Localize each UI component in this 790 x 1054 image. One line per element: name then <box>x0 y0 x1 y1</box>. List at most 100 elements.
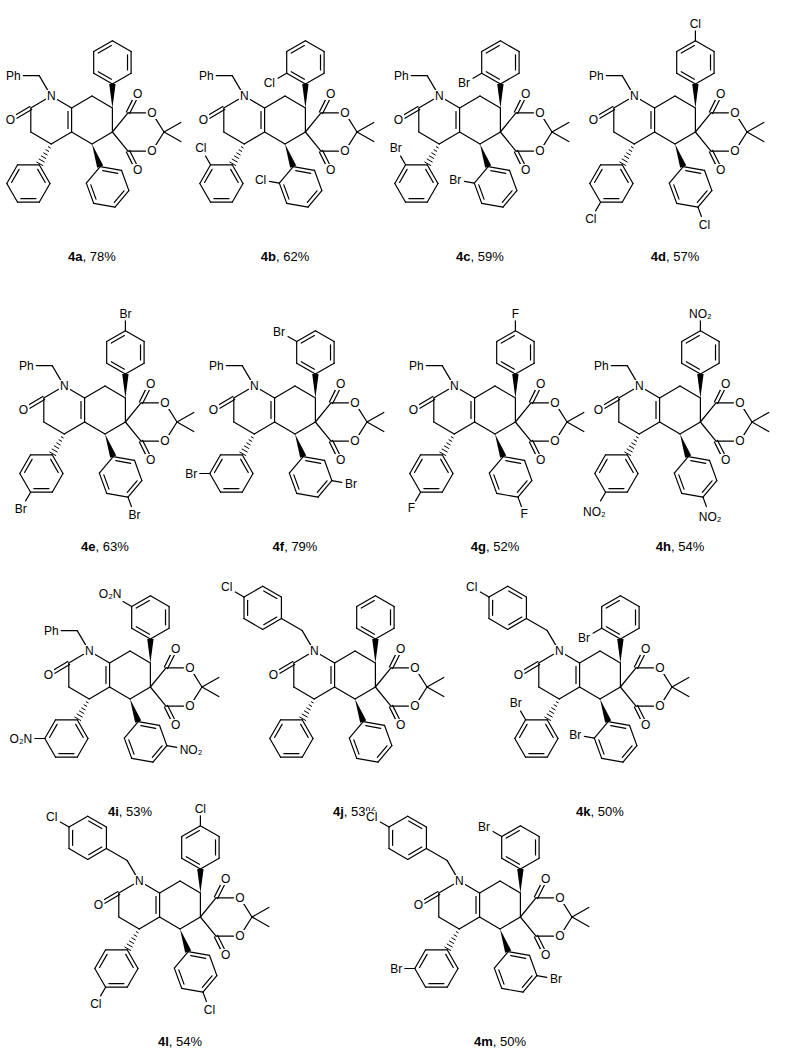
bond-line <box>251 437 253 438</box>
bond-line <box>145 884 160 893</box>
bond-line <box>421 492 443 493</box>
bond-line <box>200 183 211 202</box>
bond-line <box>309 705 312 707</box>
bond-line <box>567 422 584 432</box>
bond-line <box>159 725 166 745</box>
bond-line <box>405 110 420 119</box>
bond-line <box>601 607 602 629</box>
bond-line <box>595 169 603 182</box>
bond-line <box>519 52 520 74</box>
bond-line <box>112 41 131 52</box>
bond-line <box>459 108 460 132</box>
bond-line <box>442 473 453 492</box>
bond-line <box>72 132 92 144</box>
bond-line <box>232 159 237 162</box>
bond-line <box>639 607 640 629</box>
bond-line <box>241 147 243 148</box>
bond-line <box>473 73 482 78</box>
bond-line <box>590 183 601 202</box>
bond-line <box>226 365 242 366</box>
bond-line <box>7 183 18 202</box>
bond-line <box>366 726 381 729</box>
bond-line <box>700 321 701 331</box>
bond-line <box>426 169 434 182</box>
bond-line <box>394 607 395 629</box>
atom-label: O <box>325 164 336 176</box>
bond-line <box>136 627 149 635</box>
bond-line <box>410 473 421 492</box>
bond-line <box>211 202 233 203</box>
bond-line <box>537 976 547 978</box>
bond-line <box>279 167 293 184</box>
bond-line <box>297 493 318 497</box>
bond-line <box>517 481 527 493</box>
bond-line <box>420 400 435 409</box>
bond-line <box>627 366 636 381</box>
bond-line <box>31 492 53 493</box>
bond-line <box>620 596 639 607</box>
bond-line <box>539 837 540 859</box>
bond-line <box>284 753 299 754</box>
atom-label: O <box>325 88 336 100</box>
bond-line <box>619 422 639 434</box>
bond-line <box>76 724 84 737</box>
bond-line <box>106 849 127 861</box>
bond-line <box>52 366 61 381</box>
bond-line <box>434 389 449 398</box>
bond-line <box>215 459 223 472</box>
bond-line <box>202 677 219 687</box>
bond-line <box>305 41 324 52</box>
atom-label: O <box>170 643 181 655</box>
bond-line <box>191 956 206 959</box>
bond-line <box>252 917 269 927</box>
bond-line <box>432 153 436 155</box>
bond-line <box>324 52 325 74</box>
compound-number: 4g <box>471 539 486 554</box>
wedge-bond <box>312 374 318 398</box>
bond-line <box>127 968 138 987</box>
bond-line <box>655 402 656 419</box>
bond-line <box>427 183 438 202</box>
bond-line <box>622 76 631 91</box>
atom-label: O <box>393 114 404 126</box>
substituent-label: Cl <box>203 1004 216 1016</box>
bond-line <box>169 607 170 629</box>
bond-line <box>252 907 269 917</box>
bond-line <box>302 714 307 717</box>
bond-line <box>293 167 314 171</box>
bond-line <box>46 150 49 152</box>
bond-line <box>738 132 747 146</box>
bond-line <box>302 631 311 646</box>
bond-line <box>119 884 134 893</box>
bond-line <box>93 52 94 74</box>
bond-line <box>686 171 701 174</box>
bond-line <box>556 702 558 703</box>
bond-line <box>480 917 500 929</box>
bond-line <box>150 663 151 687</box>
bond-line <box>77 714 82 717</box>
bond-line <box>495 422 515 434</box>
bond-line <box>150 668 166 687</box>
bond-line <box>354 740 359 754</box>
bond-line <box>39 159 44 162</box>
bond-line <box>475 897 476 914</box>
wedge-bond <box>122 374 128 398</box>
bond-line <box>30 108 31 132</box>
bond-line <box>320 654 335 663</box>
atom-label: O <box>715 88 726 100</box>
bond-line <box>426 849 447 861</box>
bond-line <box>600 459 608 472</box>
bond-line <box>406 202 428 203</box>
bond-line <box>20 473 31 492</box>
bond-line <box>67 112 68 129</box>
bond-line <box>234 422 254 434</box>
bond-line <box>112 73 131 84</box>
substituent-label: Br <box>457 77 471 89</box>
bond-line <box>500 132 516 151</box>
bond-line <box>499 970 504 984</box>
bond-line <box>92 96 112 108</box>
bond-line <box>700 331 719 342</box>
bond-line <box>293 663 294 687</box>
bond-line <box>85 422 105 434</box>
bond-line <box>688 457 709 461</box>
